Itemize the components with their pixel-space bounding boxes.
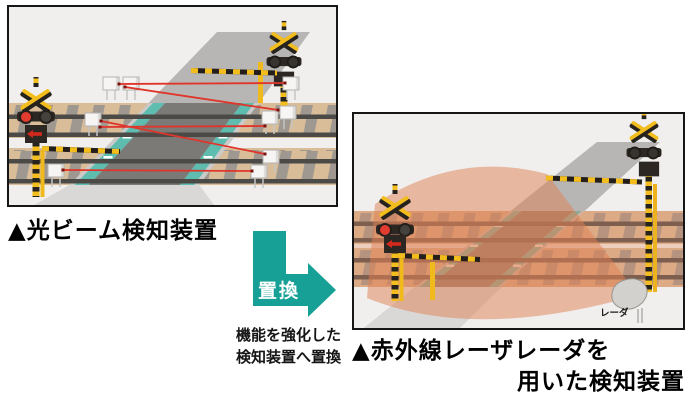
- replace-arrow-label: 置換: [258, 279, 300, 302]
- light-beams: [61, 81, 287, 173]
- barrier-arm-far: [545, 175, 643, 185]
- replace-note: 機能を強化した 検知装置へ置換: [236, 324, 341, 368]
- laser-radar-unit: レーダ: [600, 278, 648, 324]
- crossing-signal-near: [16, 77, 56, 197]
- crossing-surface: [69, 103, 259, 185]
- road-lower: [34, 185, 214, 205]
- barrier-arm-far: [190, 68, 278, 76]
- barrier-arm-near: [397, 253, 481, 262]
- crossing-signal-far: [625, 114, 663, 292]
- laser-radar-scene: レーダ: [354, 114, 683, 328]
- caption-laser-radar-line1: ▲赤外線レーザレーダを: [352, 338, 611, 364]
- light-beam-scene: [9, 7, 336, 205]
- replace-arrow: 置換: [253, 231, 336, 317]
- figure-laser-radar-device: レーダ: [352, 112, 685, 330]
- radar-label: レーダ: [600, 307, 629, 319]
- replace-arrow-shape: [253, 231, 336, 317]
- figure-light-beam-device: [7, 5, 338, 207]
- caption-laser-radar: ▲赤外線レーザレーダを 用いた検知装置: [352, 336, 685, 398]
- replace-note-line2: 検知装置へ置換: [236, 348, 342, 366]
- crossing-signal-near: [375, 184, 435, 301]
- barrier-arm-near: [41, 146, 121, 154]
- caption-laser-radar-line2: 用いた検知装置: [517, 369, 685, 395]
- replace-note-line1: 機能を強化した: [236, 326, 342, 344]
- caption-light-beam: ▲光ビーム検知装置: [8, 218, 218, 244]
